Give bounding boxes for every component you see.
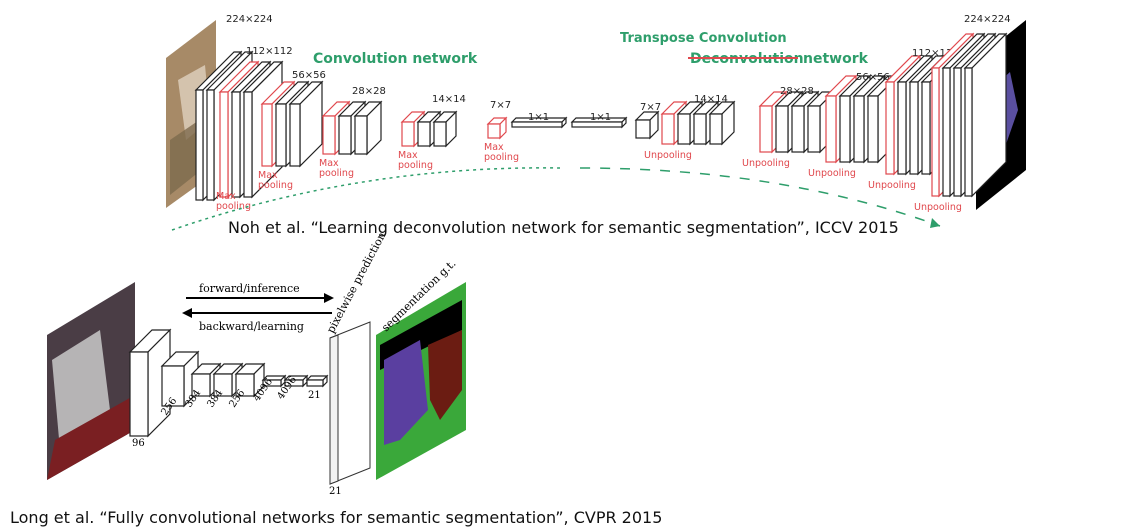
encoder-size-label: 7×7 [490, 100, 511, 111]
decoder-size-label: 14×14 [694, 94, 728, 105]
decoder-size-label: 28×28 [780, 86, 814, 97]
encoder-size-label: 56×56 [292, 70, 326, 81]
fcn-layer-size: 96 [132, 438, 145, 449]
decoder-size-label: 56×56 [856, 72, 890, 83]
decoder-size-label: 7×7 [640, 102, 661, 113]
encoder-size-label: 224×224 [226, 14, 273, 25]
input-photo-cat-dog [47, 282, 135, 480]
flow-arrows [171, 167, 941, 231]
unpooling-label: Unpooling [914, 202, 962, 213]
max-pooling-label: Max [258, 170, 278, 181]
decoder-size-label: 1×1 [590, 112, 611, 123]
label-network-suffix: network [803, 51, 869, 67]
fcn-layer-block [283, 374, 309, 388]
encoder-block [288, 80, 324, 168]
max-pooling-label: pooling [216, 201, 251, 212]
label-convolution-network: Convolution network [313, 51, 478, 67]
encoder-size-label: 1×1 [528, 112, 549, 123]
decoder-size-label: 112×112 [912, 48, 959, 59]
encoder-block [432, 110, 458, 148]
fcn-layer-block [305, 374, 329, 388]
fc-block [510, 116, 568, 129]
label-pixelwise-prediction: pixelwise prediction [324, 230, 388, 335]
label-output-channels: 21 [329, 486, 342, 497]
max-pooling-label: pooling [484, 152, 519, 163]
max-pooling-label: Max [484, 142, 504, 153]
fcn-layer-block [234, 362, 266, 398]
label-backward-learning: backward/learning [199, 320, 304, 333]
encoder-size-label: 112×112 [246, 46, 293, 57]
label-transpose-convolution: Transpose Convolution [620, 31, 787, 46]
fcn-layer-size: 21 [308, 390, 321, 401]
max-pooling-label: Max [216, 191, 236, 202]
fcn-layer-block [128, 328, 172, 438]
caption-noh: Noh et al. “Learning deconvolution netwo… [228, 218, 899, 237]
fcn-layer-block [261, 374, 287, 388]
decoder-block [708, 100, 736, 146]
unpooling-label: Unpooling [644, 150, 692, 161]
decoder-block [963, 32, 1008, 198]
decoder-block [634, 110, 660, 140]
segmentation-gt-image [376, 282, 466, 480]
encoder-size-label: 28×28 [352, 86, 386, 97]
unpooling-label: Unpooling [742, 158, 790, 169]
max-pooling-label: pooling [258, 180, 293, 191]
fc-block [570, 116, 628, 129]
encoder-block [486, 116, 508, 140]
encoder-size-label: 14×14 [432, 94, 466, 105]
backward-arrow [182, 308, 332, 318]
max-pooling-label: Max [319, 158, 339, 169]
decoder-size-label: 224×224 [964, 14, 1011, 25]
encoder-blocks: 224×224112×112Maxpooling56×56Maxpooling2… [194, 14, 568, 212]
label-forward-inference: forward/inference [199, 282, 300, 295]
caption-long: Long et al. “Fully convolutional network… [10, 508, 663, 527]
unpooling-label: Unpooling [808, 168, 856, 179]
unpooling-label: Unpooling [868, 180, 916, 191]
forward-arrow [186, 293, 334, 303]
pixelwise-prediction-plane [329, 321, 371, 485]
encoder-block [353, 100, 383, 156]
max-pooling-label: pooling [398, 160, 433, 171]
max-pooling-label: Max [398, 150, 418, 161]
max-pooling-label: pooling [319, 168, 354, 179]
